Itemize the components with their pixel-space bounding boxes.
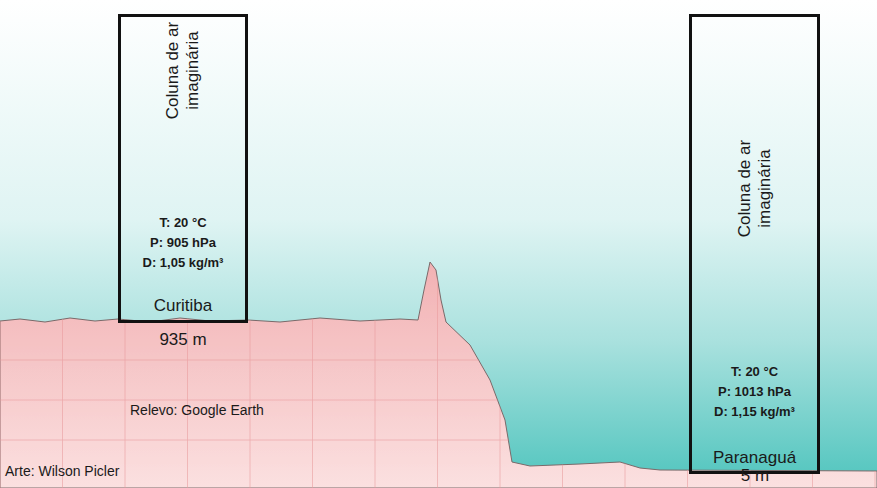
grid-line	[62, 250, 63, 488]
city-name: Curitiba	[154, 296, 213, 316]
grid-line	[375, 250, 376, 488]
grid-line	[0, 440, 877, 441]
grid-line	[625, 250, 626, 488]
air-column-box: Coluna de ar imaginária T: 20 °C P: 905 hP…	[118, 14, 248, 323]
grid-line	[875, 250, 876, 488]
column-label: Coluna de ar imaginária	[735, 134, 774, 244]
grid-line	[0, 250, 1, 488]
pressure-value: P: 1013 hPa	[718, 385, 791, 400]
pressure-value: P: 905 hPa	[150, 236, 216, 251]
grid-line	[0, 360, 877, 361]
grid-line	[250, 250, 251, 488]
altitude-label: 5 m	[741, 466, 769, 486]
air-column-box: Coluna de ar imaginária T: 20 °C P: 1013 h…	[689, 14, 820, 474]
grid-line	[125, 250, 126, 488]
temperature-value: T: 20 °C	[159, 216, 206, 231]
altitude-label: 935 m	[159, 330, 206, 350]
relief-grid	[0, 250, 877, 488]
credit-note: Relevo: Google Earth	[130, 402, 264, 418]
relief-profile	[0, 262, 877, 488]
density-value: D: 1,05 kg/m³	[143, 256, 224, 271]
grid-line	[500, 250, 501, 488]
column-label: Coluna de ar imaginária	[163, 16, 202, 126]
grid-line	[812, 250, 813, 488]
grid-line	[562, 250, 563, 488]
grid-line	[437, 250, 438, 488]
grid-line	[687, 250, 688, 488]
temperature-value: T: 20 °C	[731, 365, 778, 380]
credit-note: Arte: Wilson Picler	[5, 463, 119, 479]
grid-line	[312, 250, 313, 488]
grid-line	[187, 250, 188, 488]
density-value: D: 1,15 kg/m³	[714, 405, 795, 420]
city-name: Paranaguá	[713, 448, 796, 468]
grid-line	[0, 400, 877, 401]
